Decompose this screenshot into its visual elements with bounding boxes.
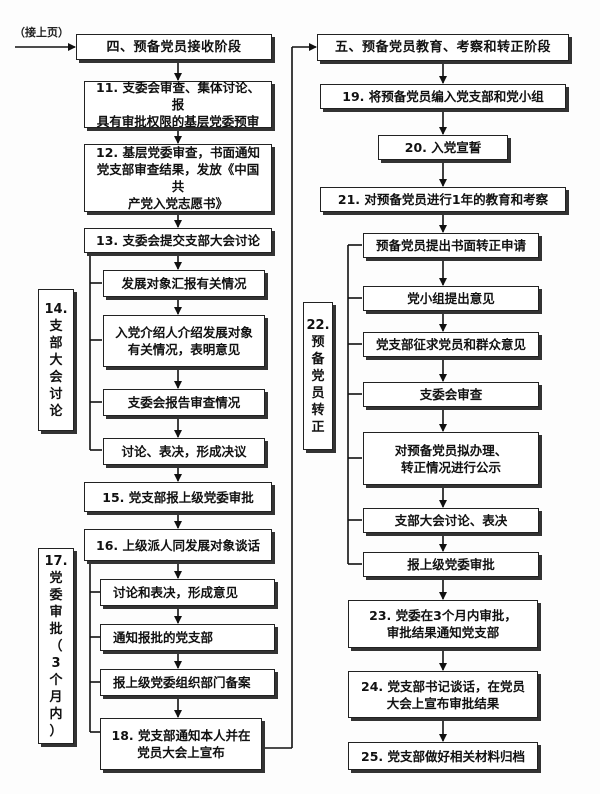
step-22-item-2: 党小组提出意见	[363, 286, 539, 311]
step-22-item-5: 对预备党员拟办理、 转正情况进行公示	[363, 432, 539, 485]
step-22-item-6: 支部大会讨论、表决	[363, 508, 539, 533]
step-14-item-2: 入党介绍人介绍发展对象 有关情况，表明意见	[103, 315, 265, 367]
phase4-header: 四、预备党员接收阶段	[76, 34, 272, 60]
step-22-item-1: 预备党员提出书面转正申请	[363, 233, 539, 258]
step-22-item-3: 党支部征求党员和群众意见	[363, 332, 539, 357]
step-17-item-2: 通知报批的党支部	[100, 624, 275, 651]
continued-note: （接上页）	[14, 26, 69, 39]
step-16: 16. 上级派人同发展对象谈话	[84, 529, 272, 561]
step-14-label: 14. 支 部 大 会 讨 论	[38, 289, 74, 431]
step-22-item-4: 支委会审查	[363, 382, 539, 407]
step-23: 23. 党委在3个月内审批， 审批结果通知党支部	[348, 600, 538, 648]
step-14-item-3: 支委会报告审查情况	[103, 389, 265, 416]
step-20: 20. 入党宣誓	[378, 135, 508, 160]
step-14-item-4: 讨论、表决，形成决议	[103, 438, 265, 465]
step-17-item-1: 讨论和表决，形成意见	[100, 579, 275, 606]
step-21: 21. 对预备党员进行1年的教育和考察	[320, 187, 566, 212]
step-17-label: 17. 党 委 审 批 （ 3 个 月 内 ）	[38, 548, 74, 744]
step-18: 18. 党支部通知本人并在 党员大会上宣布	[100, 718, 262, 770]
step-15: 15. 党支部报上级党委审批	[84, 482, 272, 512]
step-17-item-3: 报上级党委组织部门备案	[100, 669, 275, 696]
step-13: 13. 支委会提交支部大会讨论	[84, 228, 272, 253]
step-12: 12. 基层党委审查，书面通知 党支部审查结果，发放《中国共 产党入党志愿书》	[84, 144, 272, 212]
phase5-header: 五、预备党员教育、考察和转正阶段	[317, 34, 569, 61]
step-22-label: 22. 预 备 党 员 转 正	[303, 302, 333, 450]
step-14-item-1: 发展对象汇报有关情况	[103, 270, 265, 297]
step-25: 25. 党支部做好相关材料归档	[348, 742, 538, 770]
step-11: 11. 支委会审查、集体讨论、报 具有审批权限的基层党委预审	[84, 80, 272, 129]
step-19: 19. 将预备党员编入党支部和党小组	[320, 84, 566, 109]
step-24: 24. 党支部书记谈话，在党员 大会上宣布审批结果	[348, 671, 538, 718]
step-22-item-7: 报上级党委审批	[363, 552, 539, 577]
